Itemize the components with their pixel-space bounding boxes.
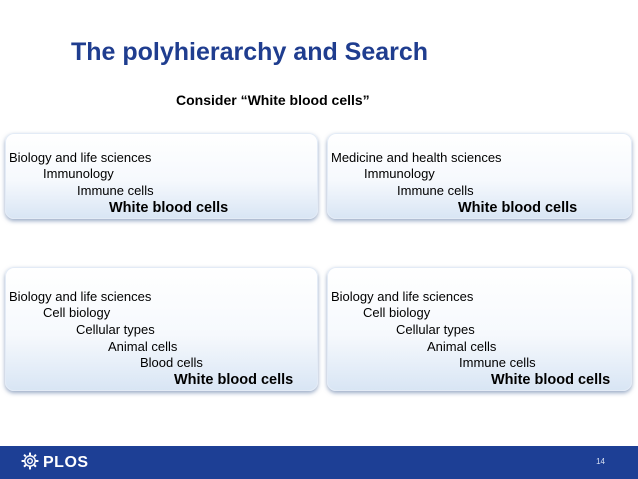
hierarchy-level-1: Biology and life sciences: [331, 289, 474, 304]
hierarchy-level-2: Cell biology: [43, 305, 111, 320]
hierarchy-level-4: Animal cells: [108, 339, 178, 354]
slide-title: The polyhierarchy and Search: [71, 38, 429, 66]
hierarchy-level-5: Blood cells: [140, 355, 203, 370]
plos-logo: PLOS: [21, 452, 89, 475]
hierarchy-level-3: Cellular types: [76, 322, 155, 337]
footer-bar: PLOS 14: [0, 446, 638, 479]
hierarchy-box-3: [5, 267, 318, 391]
hierarchy-level-3: Cellular types: [396, 322, 475, 337]
slide-subtitle: Consider “White blood cells”: [176, 92, 370, 108]
hierarchy-leaf: White blood cells: [491, 372, 611, 388]
hierarchy-level-1: Biology and life sciences: [9, 150, 152, 165]
hierarchy-box-4: [327, 267, 632, 391]
hierarchy-level-3: Immune cells: [397, 183, 474, 198]
hierarchy-leaf: White blood cells: [109, 200, 229, 216]
hierarchy-level-2: Cell biology: [363, 305, 431, 320]
hierarchy-level-1: Biology and life sciences: [9, 289, 152, 304]
hierarchy-level-2: Immunology: [43, 166, 114, 181]
hierarchy-box-2: [327, 133, 632, 219]
hierarchy-level-1: Medicine and health sciences: [331, 150, 502, 165]
hierarchy-box-1: [5, 133, 318, 219]
hierarchy-leaf: White blood cells: [458, 200, 578, 216]
hierarchy-leaf: White blood cells: [174, 372, 294, 388]
hierarchy-level-2: Immunology: [364, 166, 435, 181]
plos-gear-icon: [21, 452, 39, 475]
page-number: 14: [596, 457, 605, 466]
plos-logo-text: PLOS: [43, 454, 89, 471]
hierarchy-level-5: Immune cells: [459, 355, 536, 370]
hierarchy-level-4: Animal cells: [427, 339, 497, 354]
hierarchy-level-3: Immune cells: [77, 183, 154, 198]
